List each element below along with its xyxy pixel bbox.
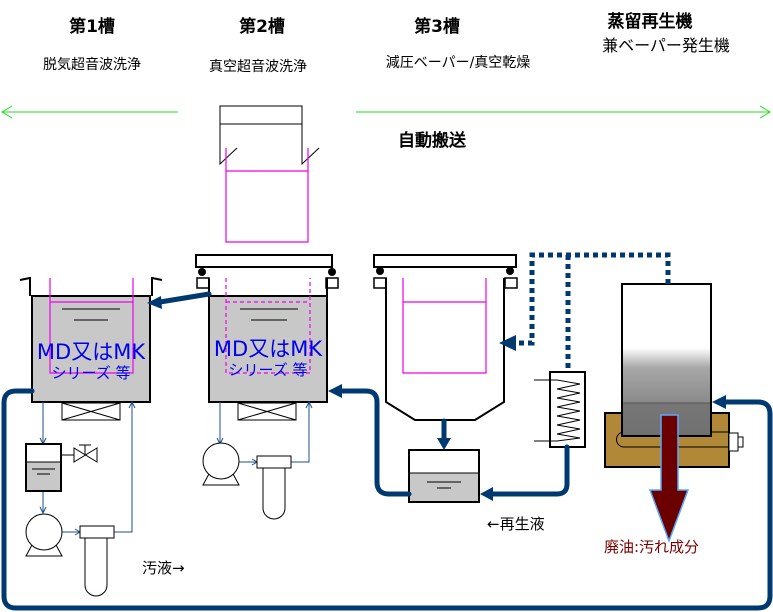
station-4-subtitle: 兼ベーパー発生機 (602, 36, 730, 55)
workpiece-basket-3 (402, 278, 487, 374)
tank-2-label: MD又はMK シリーズ 等 (207, 337, 329, 379)
pump-2-icon (202, 442, 240, 486)
sludge-tank (25, 443, 62, 492)
station-4-title: 蒸留再生機 (607, 12, 693, 32)
dirty-liquid-label: 汚液→ (142, 559, 185, 577)
drain-valve-icon[interactable] (61, 444, 98, 463)
tank-2 (195, 254, 339, 421)
station-1-title: 第1槽 (69, 17, 115, 37)
vapor-arrowhead (499, 335, 516, 351)
tank-1 (19, 276, 163, 421)
tank-1-model: MD又はMK (36, 340, 146, 364)
tank-1-series: シリーズ 等 (51, 364, 131, 382)
regenerated-liquid-label: ←再生液 (487, 515, 545, 533)
regenerated-liquid-tank (408, 449, 480, 503)
condenser (534, 371, 586, 448)
station-2-subtitle: 真空超音波洗浄 (209, 59, 307, 75)
tank-2-model: MD又はMK (213, 337, 323, 361)
workpiece-basket-2 (225, 278, 311, 374)
filter-1-icon (79, 525, 115, 597)
workpiece-basket-transit (225, 148, 309, 243)
filter-2-icon (256, 455, 292, 520)
tank-3 (373, 254, 518, 421)
tank-2-circulation (216, 400, 313, 466)
waste-oil-label: 廃油:汚れ成分 (604, 538, 700, 556)
tank-1-label: MD又はMK シリーズ 等 (30, 340, 152, 382)
workpiece-basket-1 (49, 278, 134, 374)
vapor-line (512, 252, 671, 372)
tank-2-series: シリーズ 等 (228, 361, 308, 379)
waste-oil-arrow (648, 414, 690, 544)
station-1-subtitle: 脱気超音波洗浄 (43, 57, 141, 73)
station-3-title: 第3槽 (414, 17, 460, 37)
pump-1-icon (25, 513, 63, 557)
transport-label: 自動搬送 (398, 131, 466, 151)
station-2-title: 第2槽 (239, 17, 285, 37)
transport-arrow (1, 105, 771, 119)
transport-lid (219, 105, 320, 166)
pipe-arrowheads (147, 296, 726, 501)
station-3-subtitle: 減圧ベーパー/真空乾燥 (385, 55, 531, 71)
